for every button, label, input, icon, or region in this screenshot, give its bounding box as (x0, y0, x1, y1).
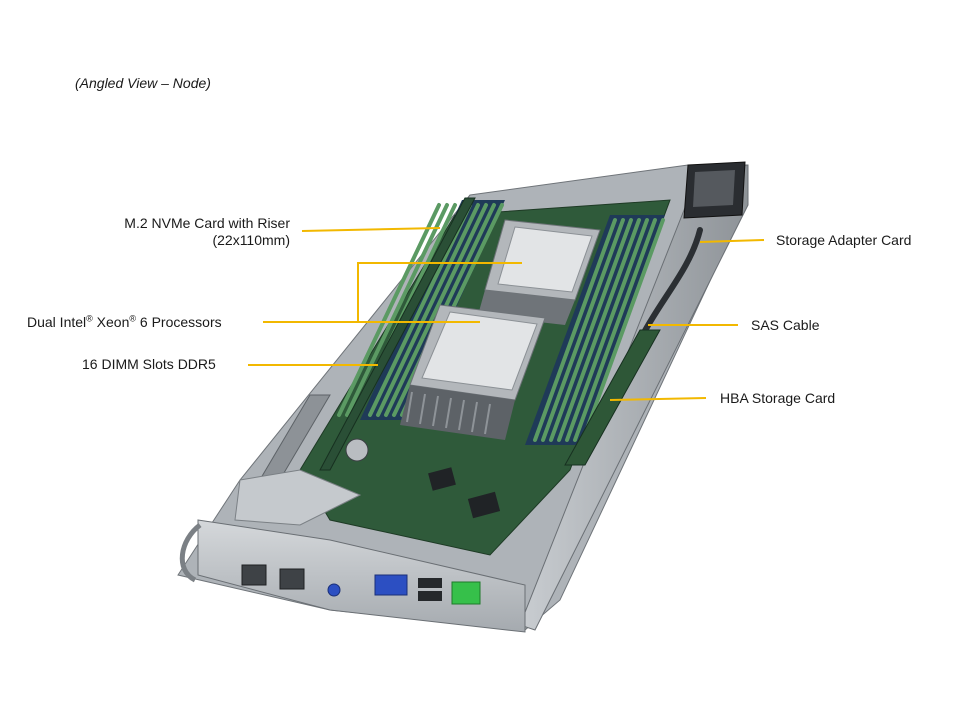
label-cpu-prefix: Dual Intel (27, 314, 87, 330)
chipset (428, 467, 456, 491)
m2-riser-card (319, 197, 476, 471)
leader-cpu (263, 262, 522, 323)
sas-cable (637, 227, 703, 343)
view-caption: (Angled View – Node) (75, 75, 211, 91)
right-dimm-bank (525, 215, 665, 445)
reg-mark: ® (86, 313, 93, 324)
label-hba-card: HBA Storage Card (720, 390, 836, 406)
rear-io-panel (197, 519, 526, 633)
storage-adapter-card (683, 161, 746, 219)
thumb-screw (327, 583, 341, 597)
pull-handle (179, 523, 202, 583)
ipmi-lan-port (451, 581, 481, 605)
cmos-battery (345, 438, 369, 462)
leader-storage-adapter (699, 239, 765, 243)
label-processors: Dual Intel® Xeon® 6 Processors (27, 314, 222, 331)
label-dimm-slots: 16 DIMM Slots DDR5 (82, 356, 216, 372)
cpu2-heatsink (400, 304, 546, 440)
label-sas-cable: SAS Cable (751, 317, 820, 333)
label-m2-line1: M.2 NVMe Card with Riser (124, 215, 290, 231)
rj45-port-icon (241, 564, 305, 590)
left-riser-cage (234, 469, 362, 526)
label-m2-nvme: M.2 NVMe Card with Riser (22x110mm) (60, 215, 290, 249)
leader-hba (609, 397, 707, 401)
vga-port-icon (374, 574, 408, 596)
reg-mark: ® (129, 313, 137, 324)
usb-port-icon (418, 578, 442, 601)
leader-m2 (301, 227, 441, 232)
hba-storage-card (564, 329, 661, 466)
label-cpu-suffix: 6 Processors (136, 314, 222, 330)
label-storage-adapter: Storage Adapter Card (776, 232, 912, 248)
label-m2-line2: (22x110mm) (212, 232, 290, 248)
label-cpu-mid: Xeon (92, 314, 130, 330)
bmc-chip (467, 491, 501, 519)
